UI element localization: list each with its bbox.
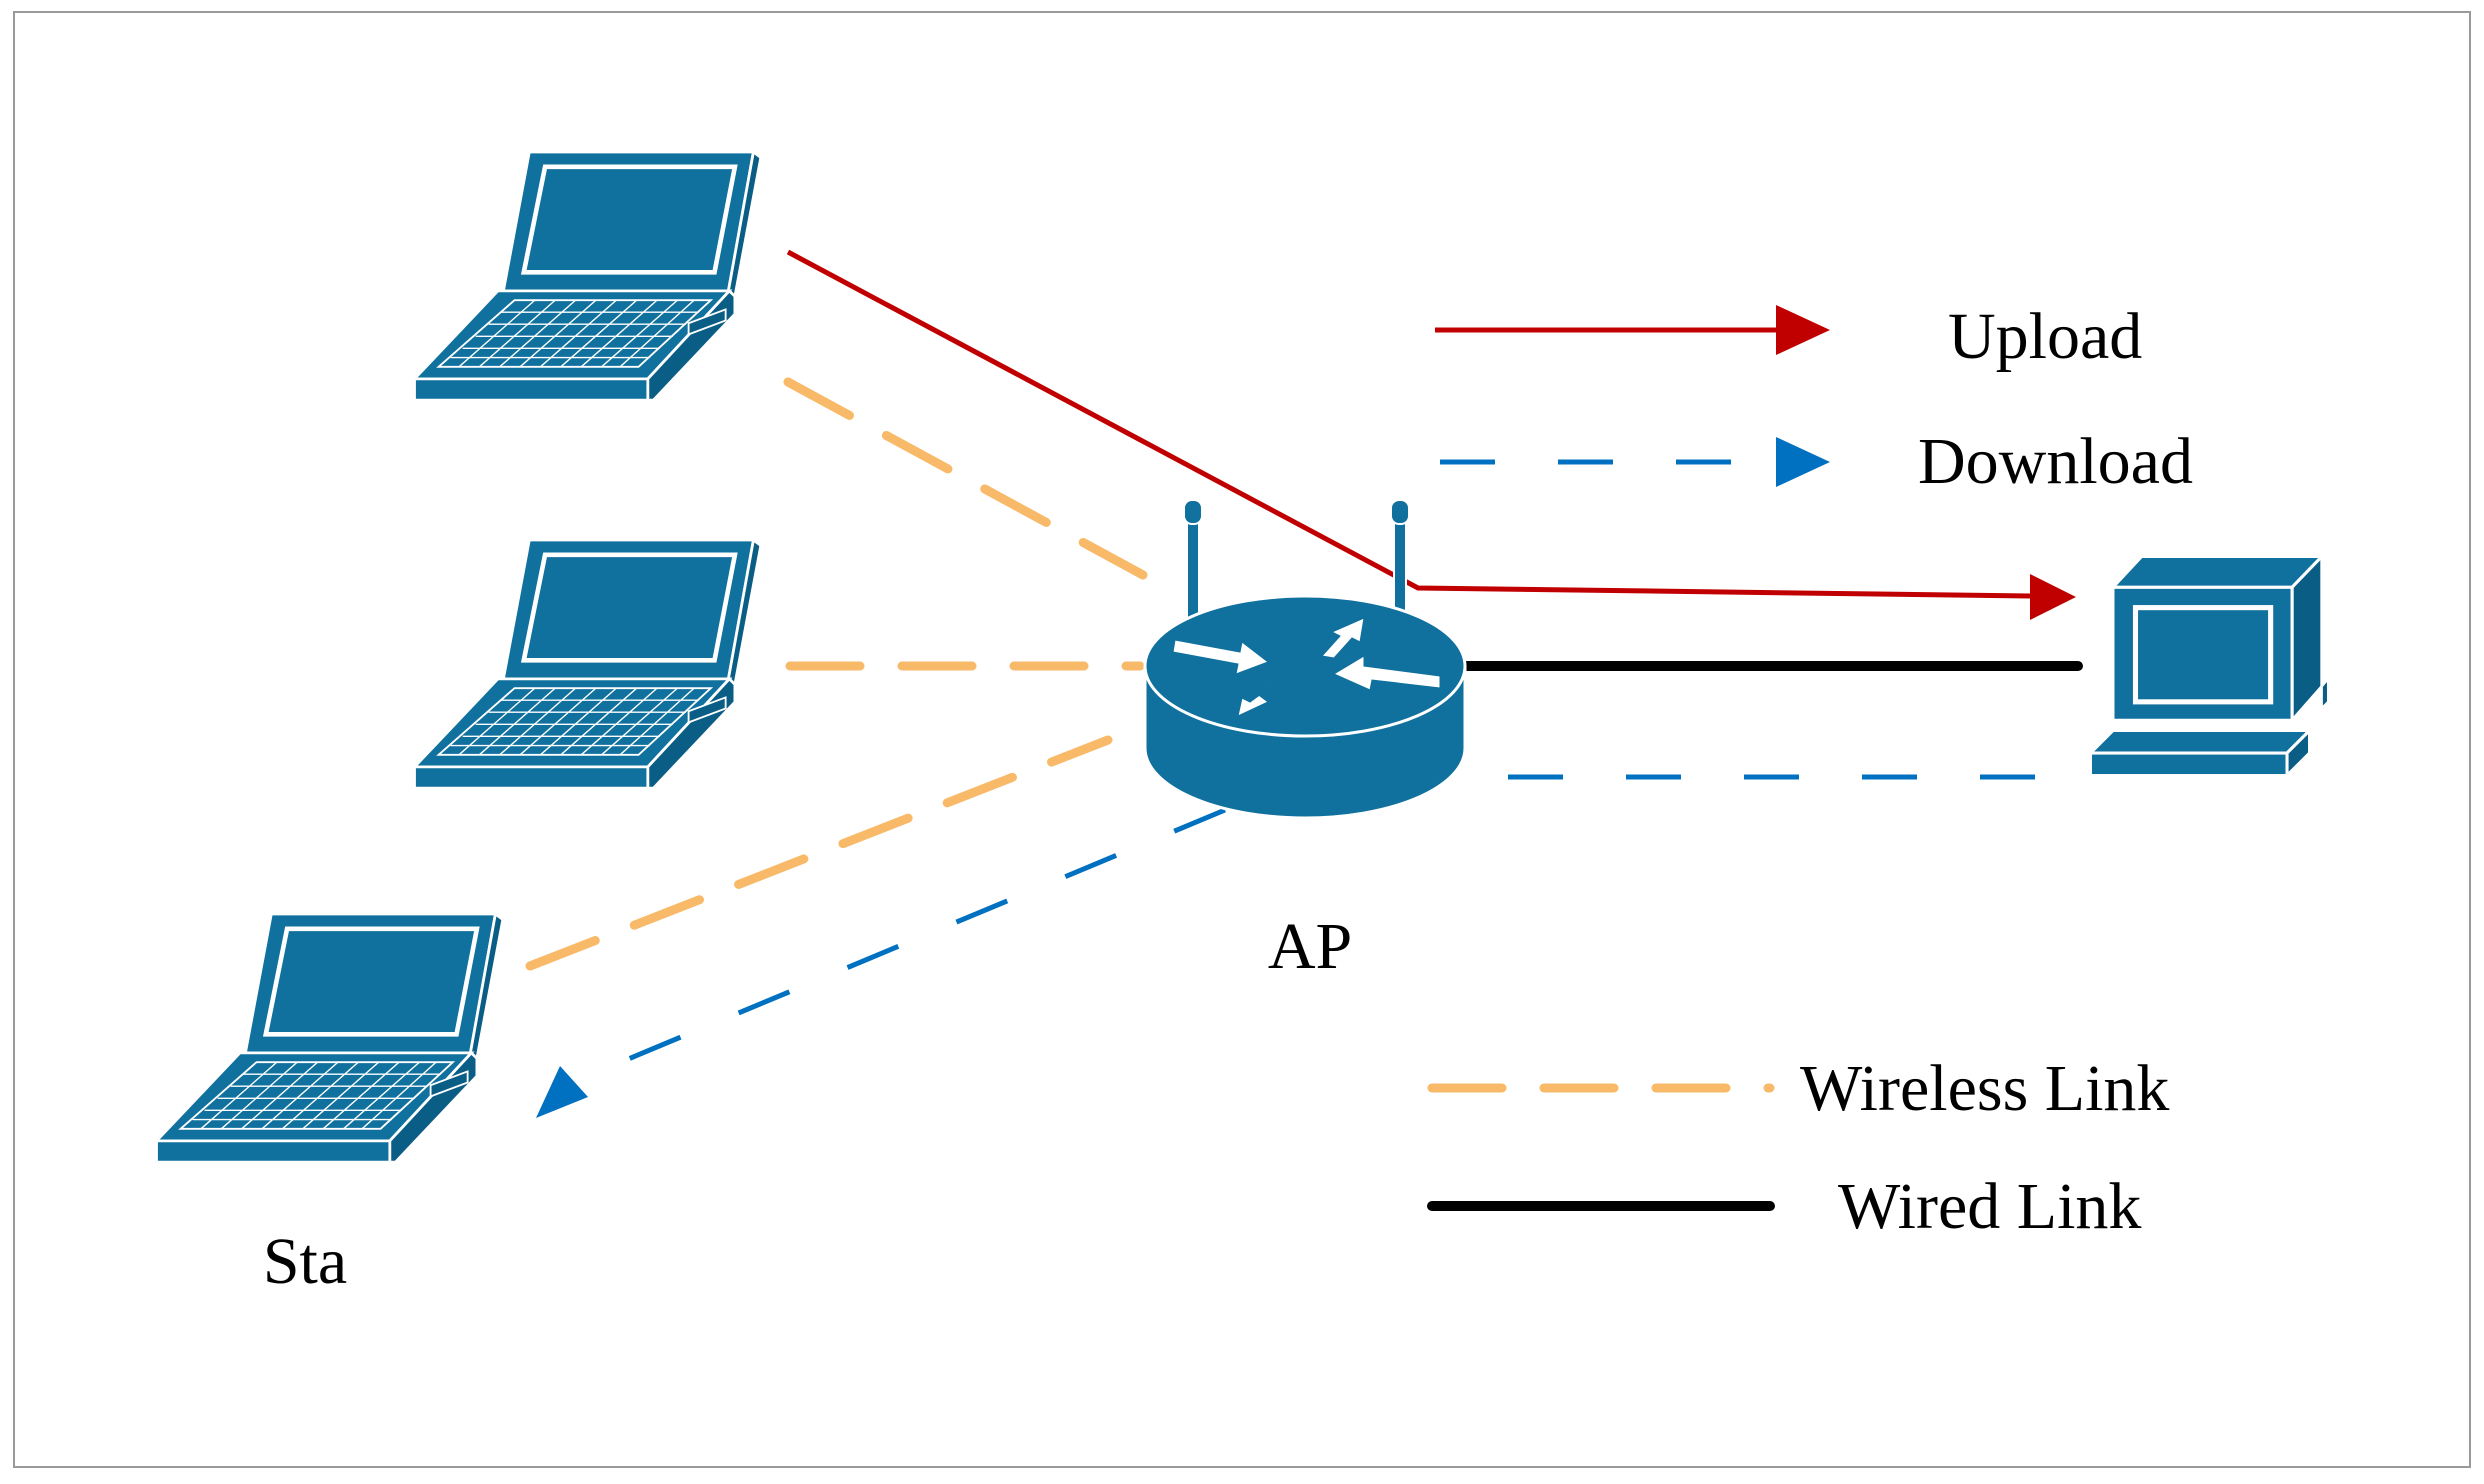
legend-wireless-label: Wireless Link xyxy=(1800,1052,2169,1125)
legend-wired-label: Wired Link xyxy=(1838,1170,2141,1243)
legend-download-label: Download xyxy=(1918,425,2193,498)
sta-label: Sta xyxy=(263,1225,347,1298)
legend-download-arrowhead xyxy=(1776,437,1830,487)
router-icon xyxy=(1143,499,1467,820)
laptop-icon xyxy=(415,152,761,400)
desktop-computer-icon xyxy=(2090,556,2328,775)
upload-arrowhead xyxy=(2030,574,2076,620)
legend-upload-label: Upload xyxy=(1948,300,2142,373)
upload-path xyxy=(786,249,2076,620)
wireless-links xyxy=(525,377,1148,971)
wireless-link-bottom xyxy=(525,735,1113,971)
diagram-frame xyxy=(13,11,2471,1468)
wireless-link-top xyxy=(783,377,1148,580)
download-arrowhead xyxy=(536,1066,588,1118)
ap-label: AP xyxy=(1268,910,1352,983)
legend: Upload Download Wireless Link Wired Link xyxy=(1427,300,2193,1243)
legend-upload-arrowhead xyxy=(1776,305,1830,355)
upload-line xyxy=(786,249,2031,599)
download-line-wireless xyxy=(577,807,1226,1083)
laptop-icon xyxy=(415,540,761,788)
laptop-icon xyxy=(157,914,503,1162)
